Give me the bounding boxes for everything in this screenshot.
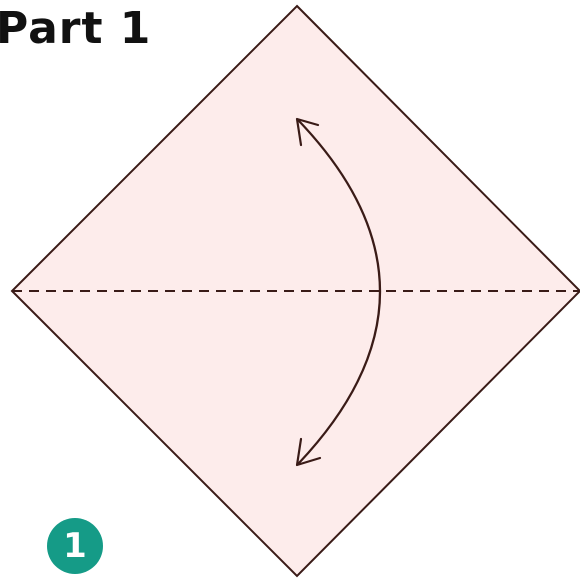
- paper-square: [10, 4, 580, 578]
- step-number-badge: 1: [47, 518, 103, 574]
- double-headed-curved-arrow-icon: [295, 117, 381, 467]
- arrow-head-top-icon: [295, 117, 320, 147]
- arrow-head-bottom-icon: [295, 437, 322, 467]
- step-number: 1: [63, 526, 87, 566]
- part-title: Part 1: [0, 3, 152, 54]
